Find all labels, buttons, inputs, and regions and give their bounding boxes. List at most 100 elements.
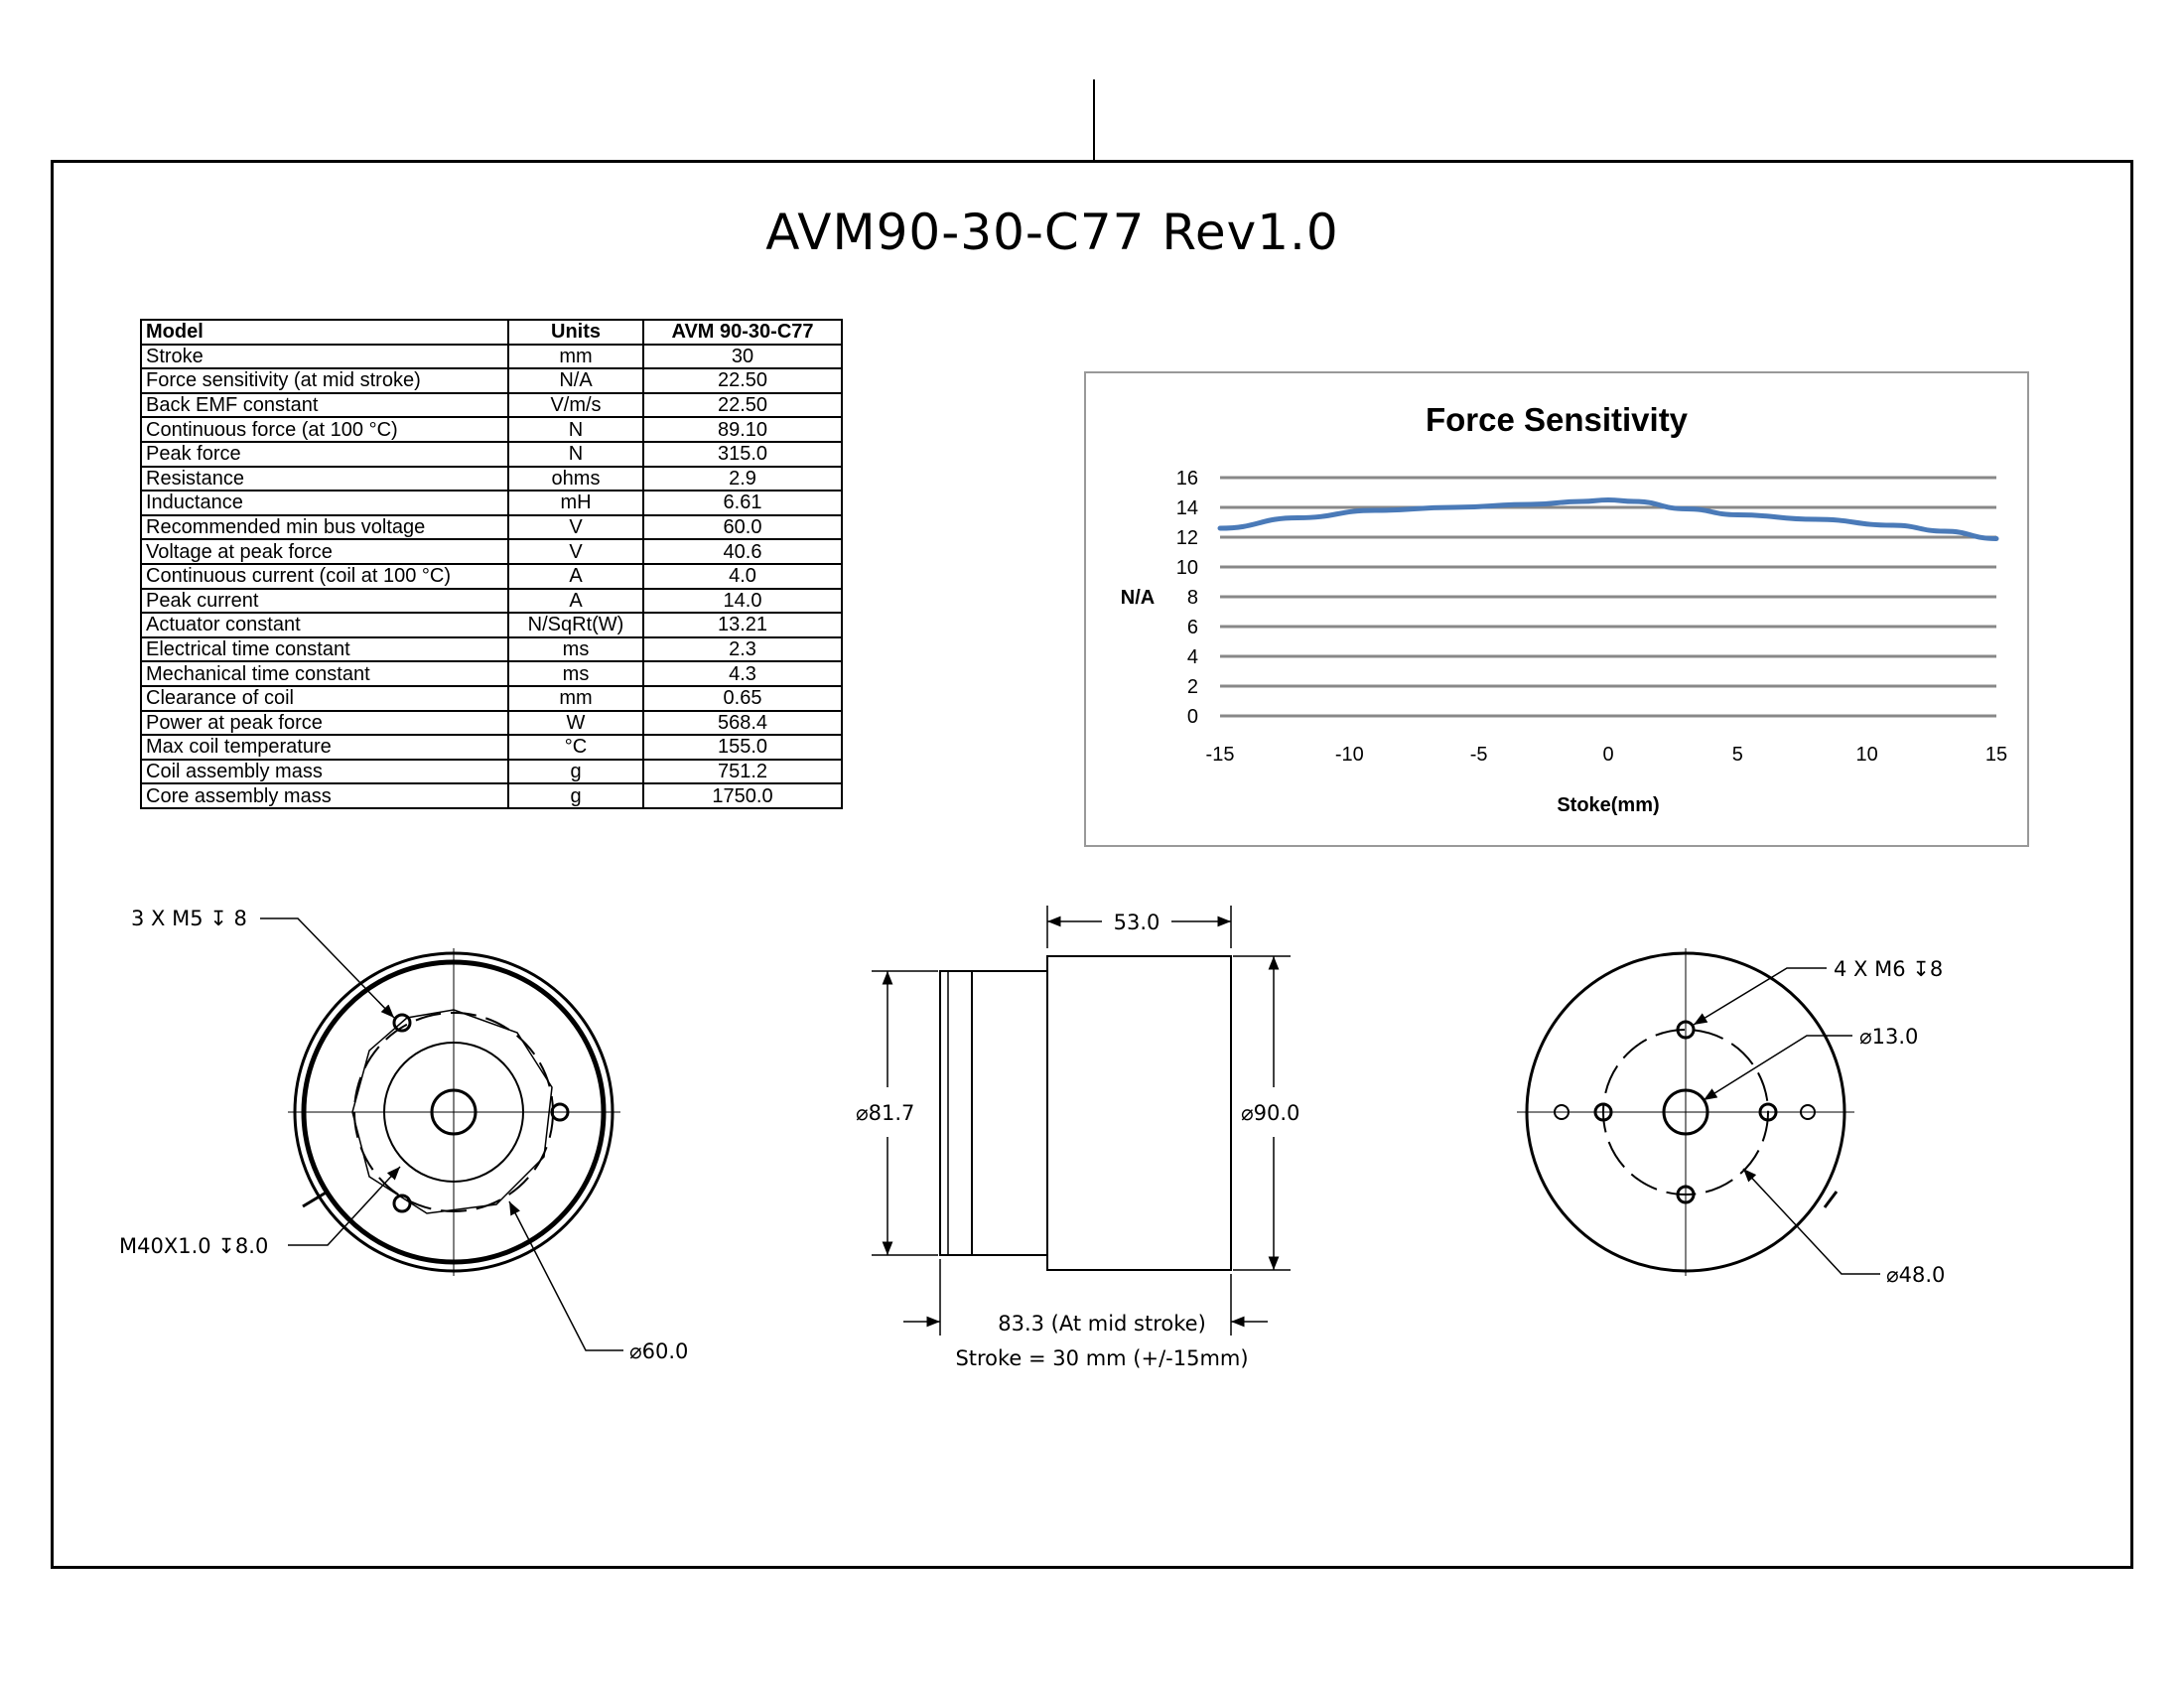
- spec-parameter-cell: Electrical time constant: [140, 635, 509, 663]
- spec-header-value: AVM 90-30-C77: [642, 319, 843, 346]
- spec-header-units: Units: [507, 319, 644, 346]
- spec-value-cell: 0.65: [642, 684, 843, 712]
- spec-value-cell: 22.50: [642, 391, 843, 419]
- spec-value-cell: 89.10: [642, 416, 843, 443]
- chart-series-group: [1217, 496, 1999, 541]
- spec-parameter-cell: Recommended min bus voltage: [140, 513, 509, 541]
- spec-value-cell: 22.50: [642, 367, 843, 394]
- spec-value-cell: 2.9: [642, 465, 843, 492]
- spec-value-cell: 6.61: [642, 490, 843, 516]
- spec-value-cell: 315.0: [642, 440, 843, 468]
- spec-parameter-cell: Voltage at peak force: [140, 538, 509, 565]
- spec-parameter-cell: Peak force: [140, 440, 509, 468]
- chart-gridlines: [1220, 476, 1996, 718]
- spec-value-cell: 14.0: [642, 587, 843, 615]
- spec-unit-cell: A: [507, 587, 644, 615]
- spec-unit-cell: A: [507, 562, 644, 590]
- chart-y-tick-label: 12: [1176, 527, 1198, 549]
- spec-unit-cell: ohms: [507, 465, 644, 492]
- spec-value-cell: 4.3: [642, 660, 843, 687]
- chart-y-tick-label: 10: [1176, 557, 1198, 579]
- spec-unit-cell: °C: [507, 734, 644, 761]
- spec-value-cell: 60.0: [642, 513, 843, 541]
- spec-unit-cell: ms: [507, 635, 644, 663]
- page-title: AVM90-30-C77 Rev1.0: [765, 204, 1339, 261]
- chart-y-axis-label: N/A: [1121, 587, 1155, 609]
- spec-value-cell: 2.3: [642, 635, 843, 663]
- spec-value-cell: 155.0: [642, 734, 843, 761]
- spec-parameter-cell: Power at peak force: [140, 709, 509, 737]
- chart-series-line: [1217, 496, 1999, 541]
- spec-parameter-cell: Stroke: [140, 343, 509, 370]
- spec-unit-cell: V: [507, 538, 644, 565]
- chart-x-tick-label: 5: [1732, 744, 1743, 766]
- spec-parameter-cell: Peak current: [140, 587, 509, 615]
- spec-value-cell: 4.0: [642, 562, 843, 590]
- spec-unit-cell: N: [507, 416, 644, 443]
- spec-parameter-cell: Resistance: [140, 465, 509, 492]
- spec-parameter-cell: Actuator constant: [140, 612, 509, 638]
- spec-value-cell: 1750.0: [642, 782, 843, 809]
- spec-unit-cell: V: [507, 513, 644, 541]
- chart-x-tick-label: 15: [1985, 744, 2007, 766]
- chart-x-tick-label: 10: [1856, 744, 1878, 766]
- chart-y-tick-label: 2: [1187, 676, 1198, 698]
- chart-x-tick-label: -10: [1335, 744, 1364, 766]
- spec-unit-cell: N: [507, 440, 644, 468]
- spec-parameter-cell: Back EMF constant: [140, 391, 509, 419]
- chart-y-tick-label: 0: [1187, 706, 1198, 728]
- spec-unit-cell: mm: [507, 684, 644, 712]
- sheet-top-tick: [1093, 79, 1095, 160]
- spec-unit-cell: g: [507, 782, 644, 809]
- chart-x-tick-label: -5: [1470, 744, 1488, 766]
- chart-x-axis-label: Stoke(mm): [1557, 794, 1659, 816]
- chart-title: Force Sensitivity: [1426, 401, 1689, 438]
- spec-parameter-cell: Mechanical time constant: [140, 660, 509, 687]
- chart-x-tick-label: 0: [1602, 744, 1613, 766]
- spec-parameter-cell: Continuous force (at 100 °C): [140, 416, 509, 443]
- spec-table-header-row: Model Units AVM 90-30-C77: [140, 319, 843, 346]
- spec-unit-cell: g: [507, 758, 644, 785]
- spec-parameter-cell: Continuous current (coil at 100 °C): [140, 562, 509, 590]
- spec-value-cell: 568.4: [642, 709, 843, 737]
- spec-parameter-cell: Clearance of coil: [140, 684, 509, 712]
- spec-unit-cell: N/A: [507, 367, 644, 394]
- spec-unit-cell: N/SqRt(W): [507, 612, 644, 638]
- spec-parameter-cell: Force sensitivity (at mid stroke): [140, 367, 509, 394]
- spec-parameter-cell: Core assembly mass: [140, 782, 509, 809]
- spec-parameter-cell: Inductance: [140, 490, 509, 516]
- chart-x-tick-label: -15: [1206, 744, 1235, 766]
- spec-unit-cell: W: [507, 709, 644, 737]
- chart-y-tick-label: 4: [1187, 646, 1198, 668]
- chart-y-tick-label: 16: [1176, 468, 1198, 490]
- spec-unit-cell: ms: [507, 660, 644, 687]
- chart-y-tick-label: 14: [1176, 497, 1198, 519]
- spec-parameter-cell: Coil assembly mass: [140, 758, 509, 785]
- spec-value-cell: 751.2: [642, 758, 843, 785]
- drawing-sheet-border: [51, 160, 2133, 1569]
- chart-y-tick-label: 6: [1187, 617, 1198, 638]
- spec-parameter-cell: Max coil temperature: [140, 734, 509, 761]
- spec-header-model: Model: [140, 319, 509, 346]
